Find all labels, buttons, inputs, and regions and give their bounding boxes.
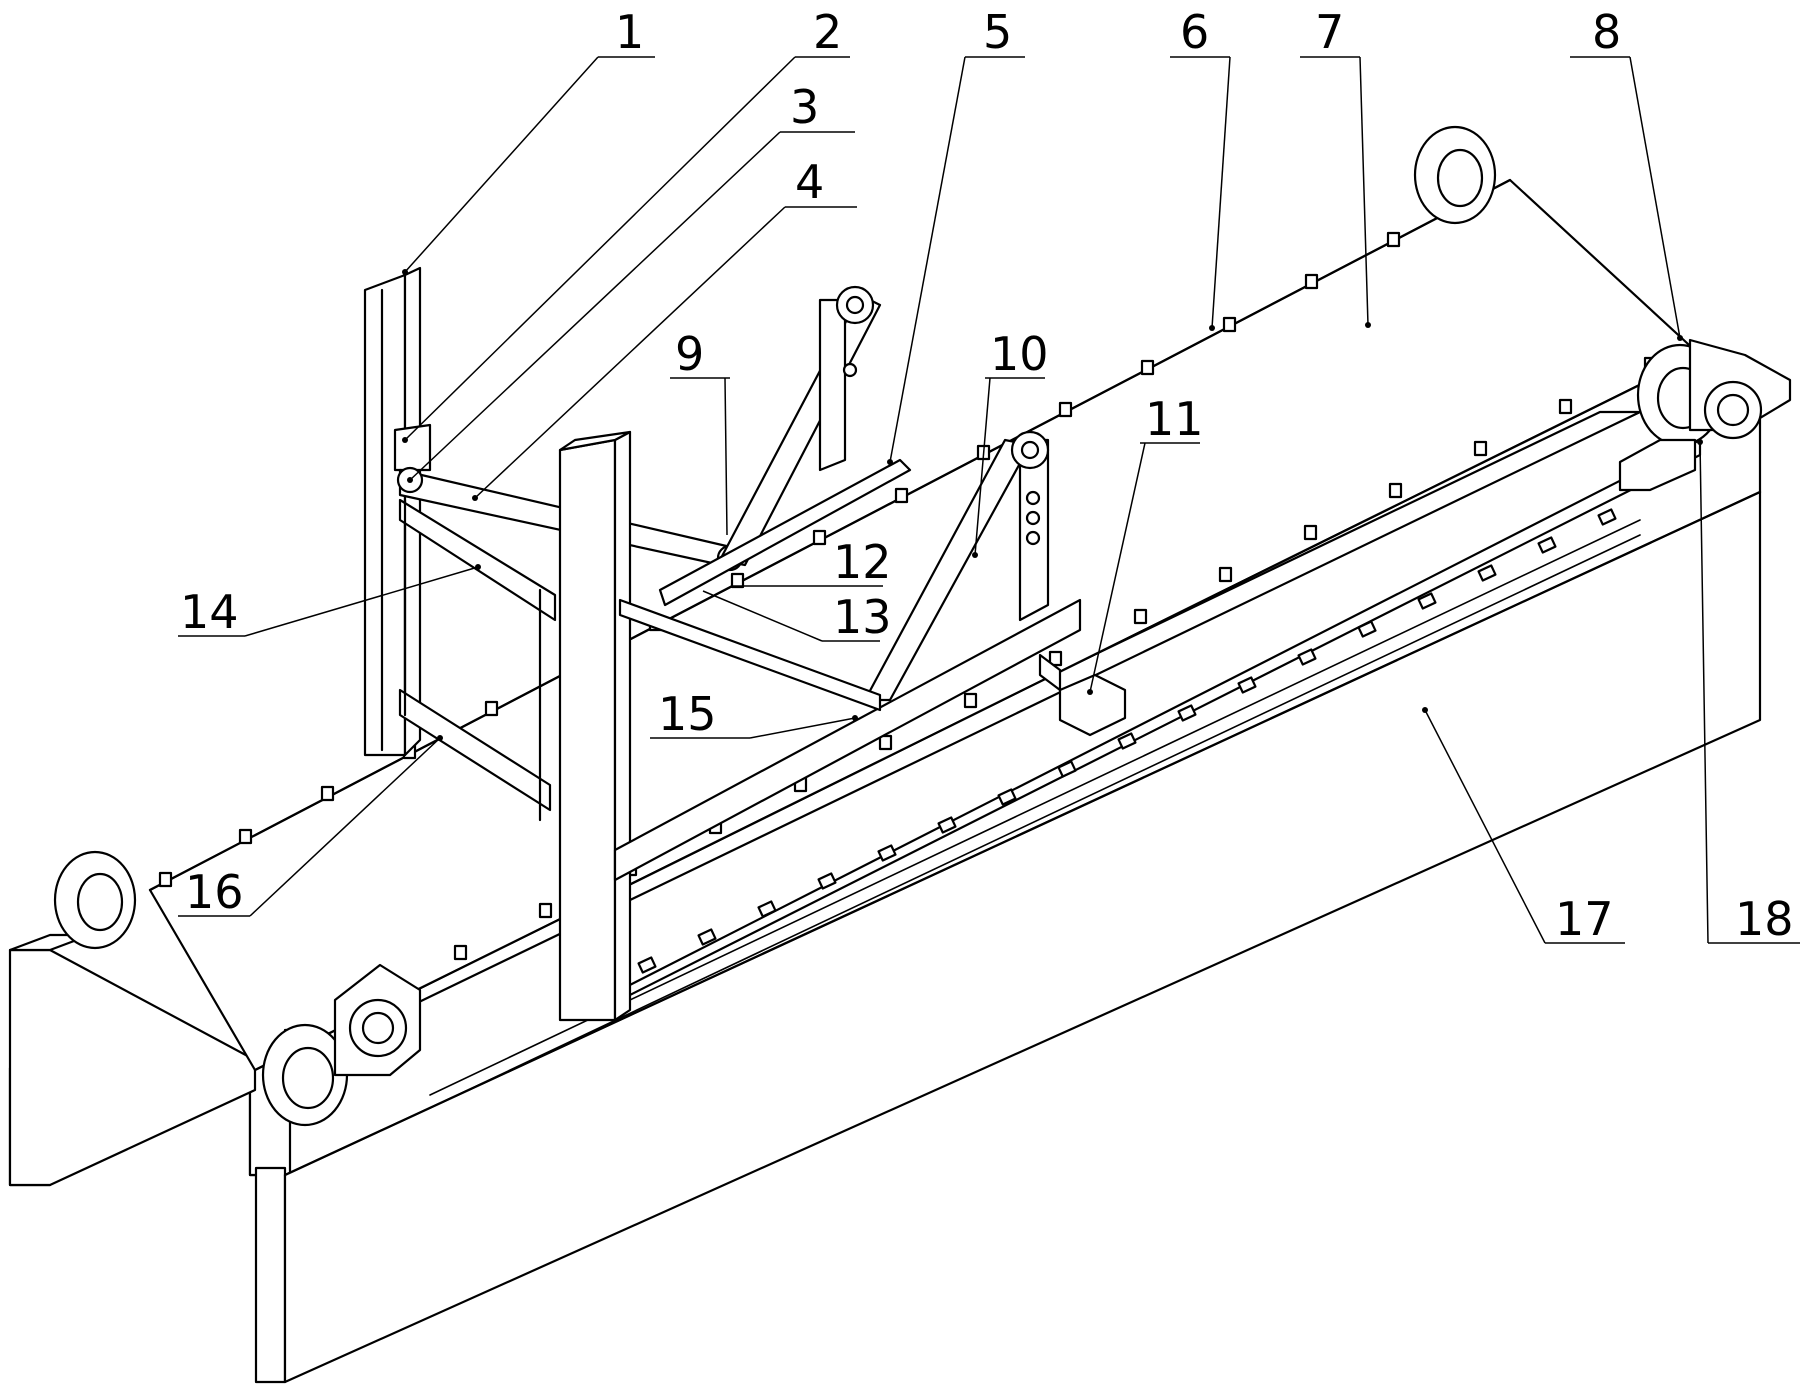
callout-8: 5 xyxy=(887,5,1025,465)
callout-number: 11 xyxy=(1145,392,1204,446)
callout-5: 6 xyxy=(1170,5,1230,331)
callout-13: 3 xyxy=(407,80,855,483)
callout-number: 7 xyxy=(1315,5,1344,59)
callout-number: 8 xyxy=(1592,5,1621,59)
callout-number: 18 xyxy=(1735,892,1794,946)
center-post xyxy=(560,440,615,1020)
callout-9: 2 xyxy=(402,5,850,443)
callout-number: 4 xyxy=(795,155,824,209)
callout-number: 3 xyxy=(790,80,819,134)
callout-10: 14 xyxy=(178,564,481,639)
callout-7: 1 xyxy=(402,5,655,275)
callout-number: 6 xyxy=(1180,5,1209,59)
callout-number: 14 xyxy=(180,585,239,639)
callout-number: 17 xyxy=(1555,892,1614,946)
callout-number: 5 xyxy=(983,5,1012,59)
callout-number: 1 xyxy=(615,5,644,59)
callout-number: 2 xyxy=(813,5,842,59)
callout-number: 10 xyxy=(990,327,1049,381)
callout-14: 9 xyxy=(670,327,730,535)
callout-number: 15 xyxy=(658,687,717,741)
callout-number: 16 xyxy=(185,865,244,919)
callout-number: 13 xyxy=(833,590,892,644)
callout-number: 12 xyxy=(833,535,892,589)
front-beam-end-block xyxy=(256,1168,285,1382)
callout-number: 9 xyxy=(675,327,704,381)
